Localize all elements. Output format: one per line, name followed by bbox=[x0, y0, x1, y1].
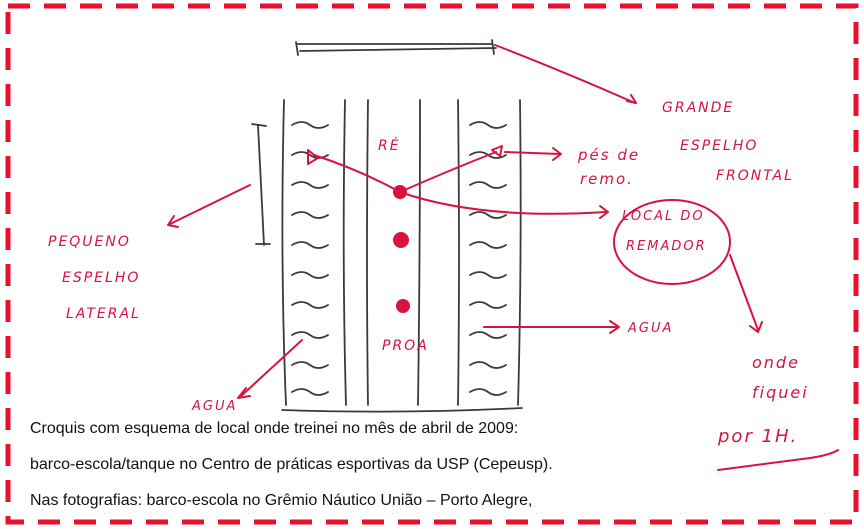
annotation-arrows bbox=[167, 44, 839, 471]
front-mirror-sketch bbox=[295, 39, 497, 56]
water-waves-right bbox=[469, 121, 507, 396]
label-grande-espelho-1: GRANDE bbox=[662, 100, 734, 116]
dashed-frame bbox=[5, 3, 859, 525]
label-pes-de-remo-1: pés de bbox=[577, 146, 640, 164]
caption-line-3: Nas fotografias: barco-escola no Grêmio … bbox=[30, 492, 533, 509]
label-onde-fiquei-3: por 1H. bbox=[717, 426, 798, 447]
caption-line-1: Croquis com esquema de local onde treine… bbox=[30, 420, 519, 437]
label-agua-left: AGUA bbox=[191, 399, 237, 414]
label-grande-espelho-3: FRONTAL bbox=[716, 168, 794, 184]
label-pequeno-espelho-3: LATERAL bbox=[66, 306, 141, 322]
label-onde-fiquei-2: fiquei bbox=[752, 383, 809, 402]
tank-outline bbox=[281, 99, 523, 413]
label-local-remador-2: REMADOR bbox=[626, 239, 707, 254]
label-re: RÉ bbox=[378, 137, 401, 154]
label-local-remador-1: LOCAL DO bbox=[622, 209, 705, 224]
caption-line-2: barco-escola/tanque no Centro de prática… bbox=[30, 456, 553, 473]
label-onde-fiquei-1: onde bbox=[752, 353, 800, 372]
rower-seats bbox=[393, 185, 410, 313]
label-pequeno-espelho-2: ESPELHO bbox=[62, 270, 140, 286]
label-grande-espelho-2: ESPELHO bbox=[680, 138, 758, 154]
label-pes-de-remo-2: remo. bbox=[580, 170, 634, 188]
side-mirror-sketch bbox=[251, 123, 271, 246]
label-agua-right: AGUA bbox=[627, 321, 673, 336]
label-proa: PROA bbox=[382, 338, 429, 354]
label-pequeno-espelho-1: PEQUENO bbox=[48, 234, 131, 250]
